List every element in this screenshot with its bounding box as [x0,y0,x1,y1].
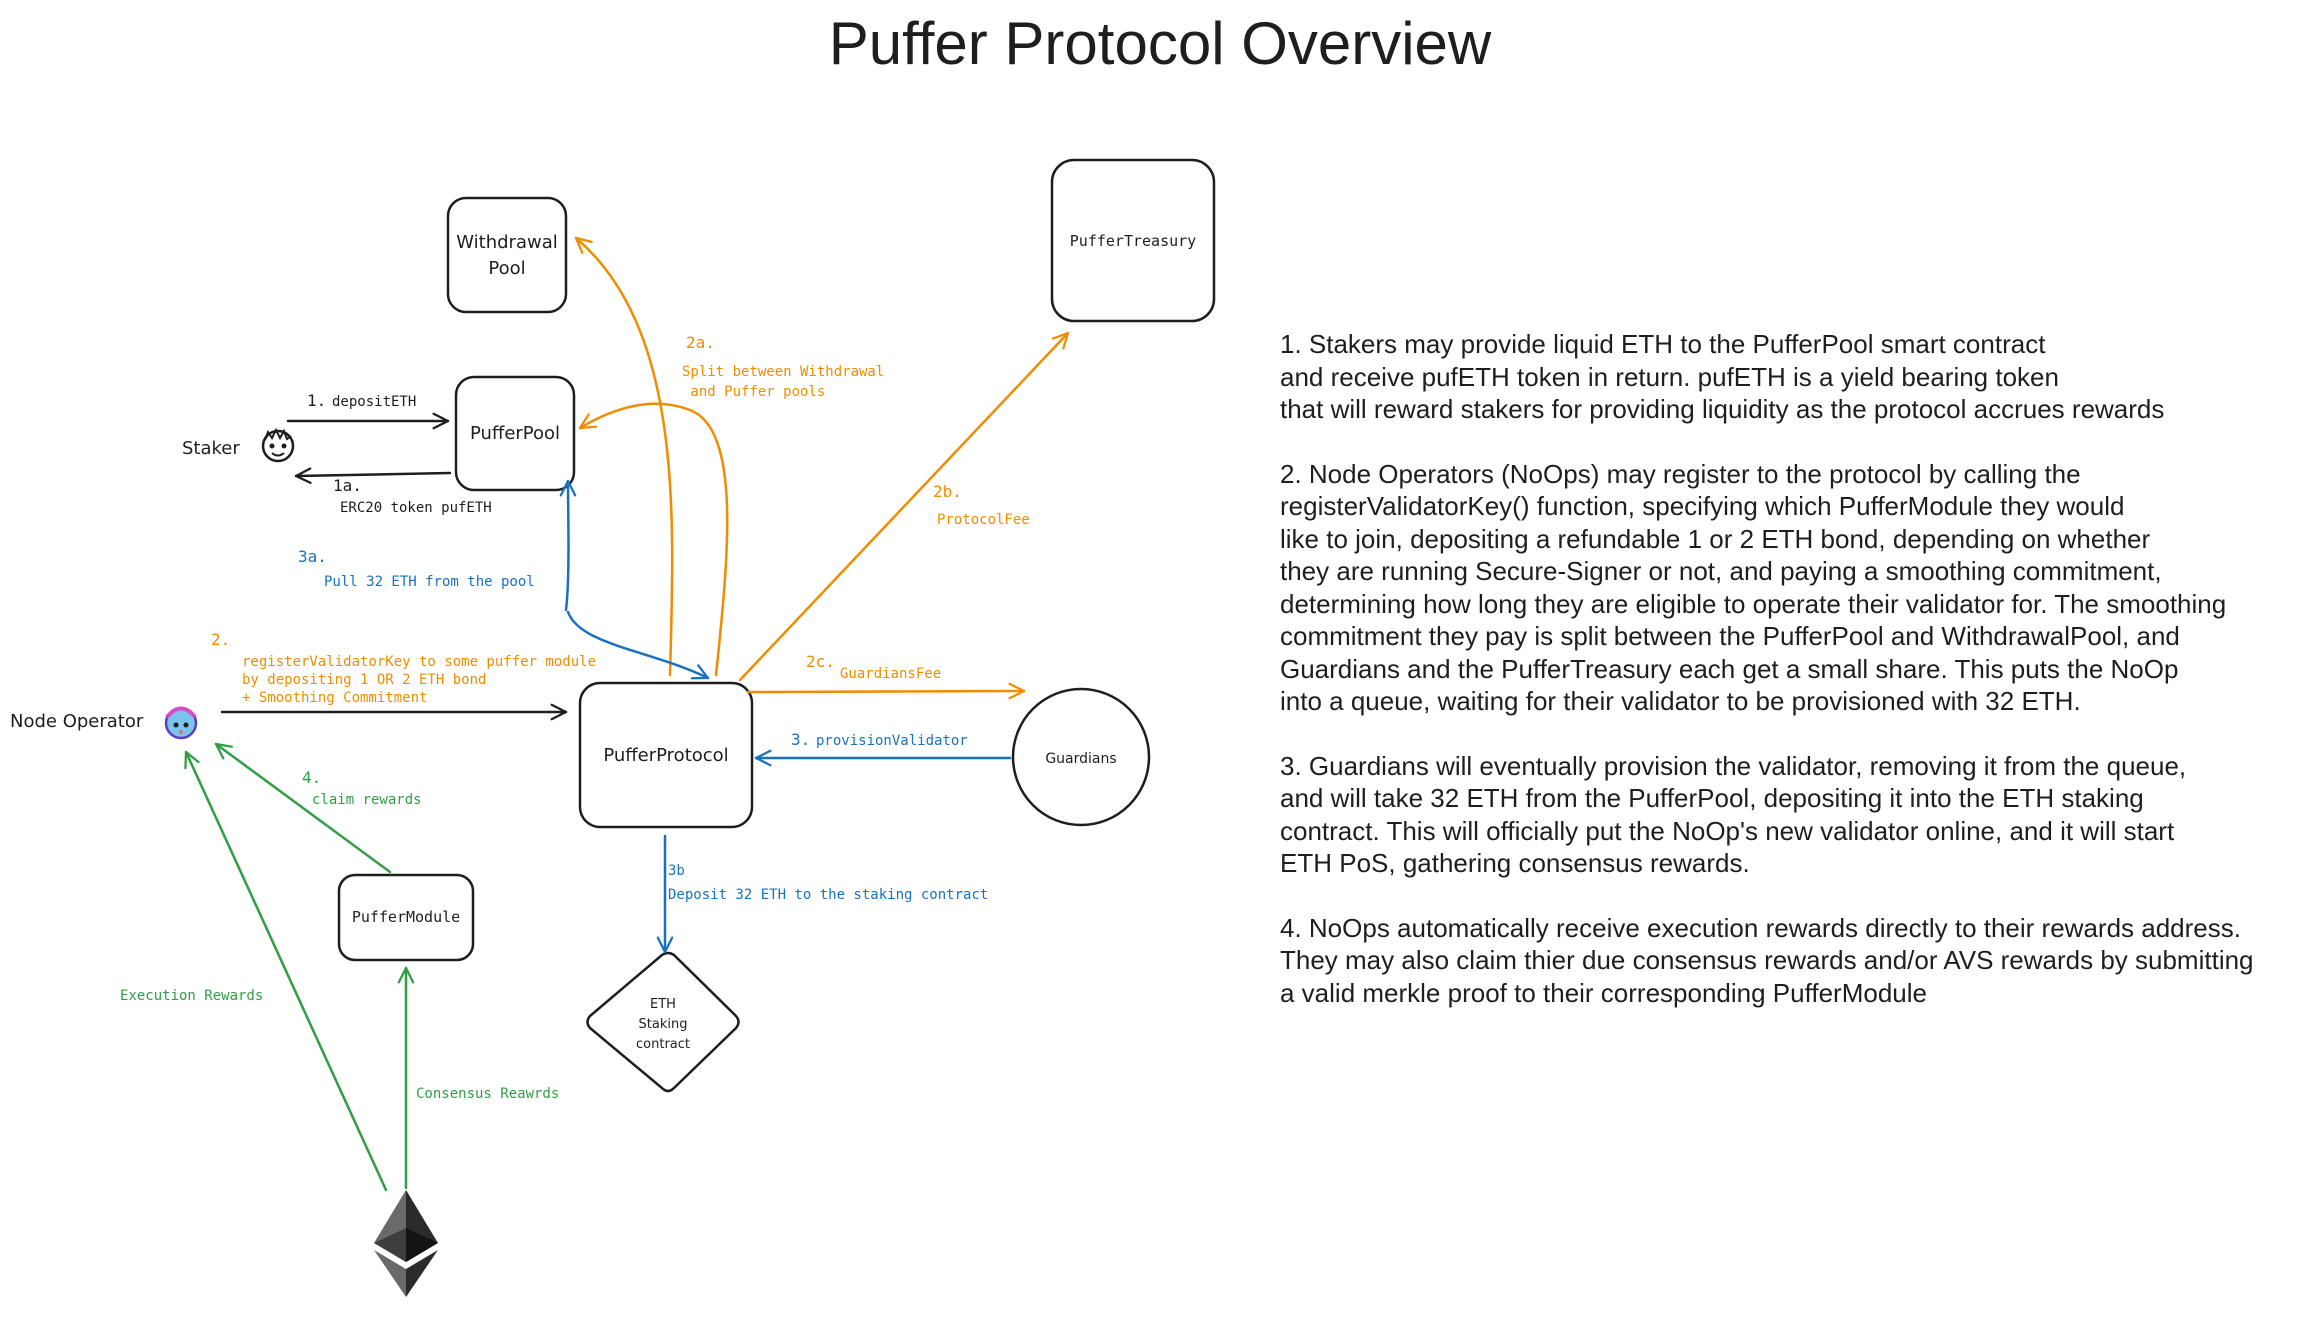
edge-protocol-fee: 2b. ProtocolFee [738,331,1070,682]
edge-provision-validator-label: provisionValidator [816,733,968,749]
edge-consensus-rewards: Consensus Reawrds [397,966,559,1190]
edge-deposit-eth: 1. depositETH [286,391,450,430]
explanation-step-2: 2. Node Operators (NoOps) may register t… [1280,458,2227,717]
edge-pull-32-eth-label: Pull 32 ETH from the pool [324,574,535,590]
eth-staking-label-line2: Staking [639,1017,688,1032]
node-operator-actor: Node Operator [10,706,198,740]
edge-deposit-staking-num: 3b [668,863,685,879]
edge-pull-32-eth-num: 3a. [298,547,327,566]
edge-register-line2: by depositing 1 OR 2 ETH bond [242,672,486,688]
edge-claim-rewards-label: claim rewards [312,792,422,808]
puffer-pool-label: PufferPool [470,423,560,444]
edge-deposit-eth-label: depositETH [332,394,416,410]
puffer-treasury-node: PufferTreasury [1050,158,1216,323]
explanation-step-3: 3. Guardians will eventually provision t… [1280,750,2187,879]
edge-pull-32-eth: 3a. Pull 32 ETH from the pool [298,479,710,680]
staker-label: Staker [182,438,240,459]
guardians-node: Guardians [1011,687,1151,827]
puffer-mascot-icon [164,706,198,740]
withdrawal-pool-label-line1: Withdrawal [456,232,557,253]
edge-split-pools: 2a. Split between Withdrawal and Puffer … [574,236,884,677]
guardians-label: Guardians [1045,751,1116,767]
edge-register-line3: + Smoothing Commitment [242,690,427,706]
edge-guardians-fee-label: GuardiansFee [840,666,941,682]
edge-register-line1: registerValidatorKey to some puffer modu… [242,654,596,670]
eth-staking-label-line1: ETH [650,997,676,1012]
edge-pufeth-token: 1a. ERC20 token pufETH [294,467,492,516]
edge-protocol-fee-num: 2b. [933,482,962,501]
puffer-treasury-label: PufferTreasury [1070,232,1196,250]
explanation-panel: 1. Stakers may provide liquid ETH to the… [1280,328,2310,1041]
puffer-pool-node: PufferPool [454,375,576,492]
edge-deposit-staking-label: Deposit 32 ETH to the staking contract [668,887,988,903]
edge-guardians-fee-num: 2c. [806,652,835,671]
explanation-step-4: 4. NoOps automatically receive execution… [1280,912,2254,1008]
edge-guardians-fee: 2c. GuardiansFee [746,652,1026,700]
edge-provision-validator: 3. provisionValidator [754,730,1012,767]
withdrawal-pool-label-line2: Pool [488,258,525,279]
edge-split-pools-line1: Split between Withdrawal [682,364,884,380]
eth-staking-label-line3: contract [636,1037,690,1052]
edge-provision-validator-num: 3. [791,730,810,749]
explanation-step-1: 1. Stakers may provide liquid ETH to the… [1280,329,2165,424]
ethereum-logo-icon [374,1190,438,1297]
edge-protocol-fee-label: ProtocolFee [937,512,1030,528]
edge-register-validator-key: 2. registerValidatorKey to some puffer m… [211,630,596,721]
withdrawal-pool-node: Withdrawal Pool [446,196,568,314]
edge-split-pools-line2: and Puffer pools [682,384,825,400]
edge-claim-rewards: 4. claim rewards [214,742,422,874]
edge-register-num: 2. [211,630,230,649]
puffer-protocol-node: PufferProtocol [578,681,754,829]
edge-execution-rewards: Execution Rewards [120,750,388,1192]
eth-staking-contract-node: ETH Staking contract [586,951,740,1093]
node-operator-label: Node Operator [10,711,144,732]
edge-pufeth-token-num: 1a. [333,476,362,495]
puffer-protocol-label: PufferProtocol [603,745,728,766]
edge-split-pools-num: 2a. [686,333,715,352]
edge-pufeth-token-label: ERC20 token pufETH [340,500,492,516]
edge-consensus-rewards-label: Consensus Reawrds [416,1086,559,1102]
page-title: Puffer Protocol Overview [829,10,1492,77]
puffer-module-node: PufferModule [337,873,475,962]
edge-deposit-staking: 3b Deposit 32 ETH to the staking contrac… [656,834,988,954]
edge-claim-rewards-num: 4. [302,768,321,787]
edge-execution-rewards-label: Execution Rewards [120,988,263,1004]
edge-deposit-eth-num: 1. [307,391,326,410]
puffer-face-icon [261,427,295,463]
staker-actor: Staker [182,427,295,463]
puffer-module-label: PufferModule [352,908,460,926]
